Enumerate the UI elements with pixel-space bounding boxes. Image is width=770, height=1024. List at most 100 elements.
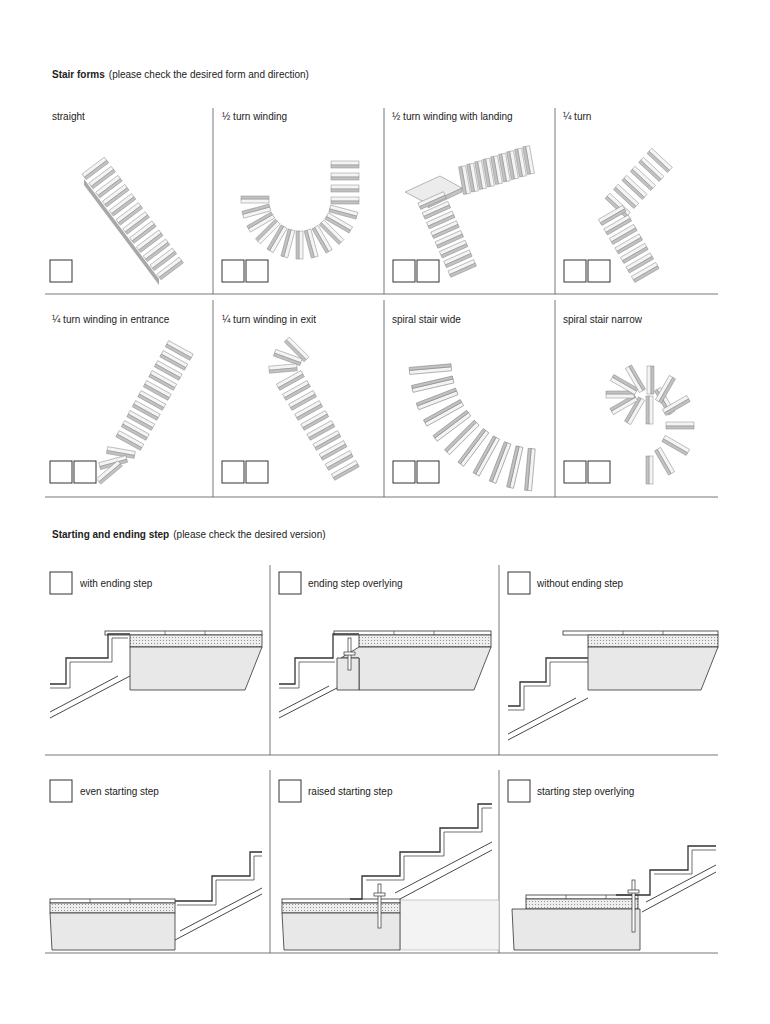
drawing-path	[508, 658, 588, 706]
drawing-rect	[50, 899, 175, 903]
stair-step	[331, 173, 359, 180]
drawing-path	[508, 662, 588, 710]
option-label: spiral stair wide	[392, 314, 461, 326]
winding-entrance-stair	[96, 341, 193, 484]
drawing-line	[555, 300, 556, 497]
ending-step-section	[50, 631, 262, 718]
stair-step	[116, 431, 144, 451]
option-label: ¼ turn	[563, 111, 591, 123]
half-turn-winding-stair	[241, 161, 359, 259]
drawing-line	[270, 770, 271, 953]
stair-step	[331, 461, 359, 481]
drawing-rect	[246, 260, 268, 282]
stair-step	[241, 196, 269, 203]
drawing-line	[384, 300, 385, 497]
stair-step	[666, 422, 694, 429]
drawing-rect	[50, 572, 72, 594]
stair-step	[304, 229, 318, 258]
stair-step	[525, 448, 536, 490]
drawing-g	[116, 341, 193, 451]
stair-step	[411, 376, 453, 392]
option-label: ending step overlying	[308, 578, 403, 590]
drawing-rect	[526, 899, 638, 909]
drawing-line	[623, 631, 624, 635]
drawing-line	[499, 565, 500, 755]
drawing-line	[50, 676, 130, 718]
drawing-rect	[508, 780, 530, 802]
drawing-rect	[282, 903, 400, 913]
stair-step	[625, 365, 645, 393]
stair-step	[646, 456, 653, 484]
drawing-rect	[374, 893, 385, 896]
drawing-rect	[393, 461, 415, 483]
drawing-rect	[359, 635, 491, 647]
drawing-g	[276, 371, 359, 481]
option-label: ½ turn winding	[222, 111, 287, 123]
drawing-polygon	[282, 913, 400, 950]
drawing-path	[177, 856, 262, 905]
stair-step	[409, 364, 451, 375]
drawing-path	[175, 852, 262, 901]
drawing-polygon	[130, 647, 262, 690]
option-label: ¼ turn winding in exit	[222, 314, 316, 326]
drawing-rect	[628, 890, 639, 893]
drawing-line	[394, 631, 395, 635]
starting-step-overlying-section	[512, 846, 716, 950]
stair-step	[331, 161, 359, 168]
drawing-line	[555, 108, 556, 294]
drawing-rect	[588, 260, 610, 282]
drawing-path	[616, 846, 716, 895]
drawing-rect	[588, 635, 718, 647]
option-label: even starting step	[80, 786, 159, 798]
drawing-line	[130, 899, 131, 903]
drawing-rect	[222, 260, 244, 282]
drawing-line	[180, 888, 262, 931]
quarter-turn-stair	[598, 148, 672, 282]
raised-starting-step-section	[282, 804, 499, 950]
drawing-path	[366, 808, 492, 880]
option-label: (please check the desired form and direc…	[109, 69, 309, 81]
drawing-line	[646, 865, 716, 902]
drawing-line	[395, 842, 492, 893]
drawing-line	[45, 294, 718, 295]
drawing-line	[279, 688, 337, 718]
stair-step	[331, 197, 359, 204]
drawing-path	[350, 804, 492, 899]
drawing-polygon	[50, 913, 175, 950]
drawing-line	[279, 686, 329, 712]
stair-step	[242, 204, 271, 218]
drawing-polygon	[400, 900, 499, 950]
drawing-path	[279, 662, 335, 688]
stair-step	[489, 442, 511, 484]
drawing-line	[175, 894, 262, 940]
drawing-rect	[564, 461, 586, 483]
drawing-rect	[282, 899, 400, 903]
drawing-rect	[246, 461, 268, 483]
drawing-rect	[279, 780, 301, 802]
option-label: with ending step	[80, 578, 152, 590]
winding-exit-stair	[269, 337, 359, 480]
drawing-rect	[508, 572, 530, 594]
drawing-line	[50, 676, 118, 712]
drawing-rect	[130, 635, 262, 647]
stair-step	[507, 446, 523, 488]
spiral-narrow-stair	[606, 365, 694, 484]
drawing-path	[50, 638, 128, 688]
stair-step	[662, 395, 690, 415]
drawing-line	[165, 631, 166, 635]
stair-step	[296, 231, 303, 259]
drawing-rect	[74, 461, 96, 483]
stair-step	[96, 461, 122, 484]
drawing-line	[508, 698, 576, 734]
drawing-g	[598, 205, 659, 282]
option-label: ½ turn winding with landing	[392, 111, 513, 123]
option-label: (please check the desired version)	[173, 529, 325, 541]
drawing-g	[418, 192, 477, 278]
spiral-wide-stair	[409, 364, 535, 491]
drawing-rect	[50, 260, 72, 282]
drawing-line	[205, 631, 206, 635]
option-label: starting step overlying	[537, 786, 634, 798]
drawing-polygon	[512, 909, 640, 950]
stair-step	[331, 185, 359, 192]
drawing-rect	[564, 260, 586, 282]
